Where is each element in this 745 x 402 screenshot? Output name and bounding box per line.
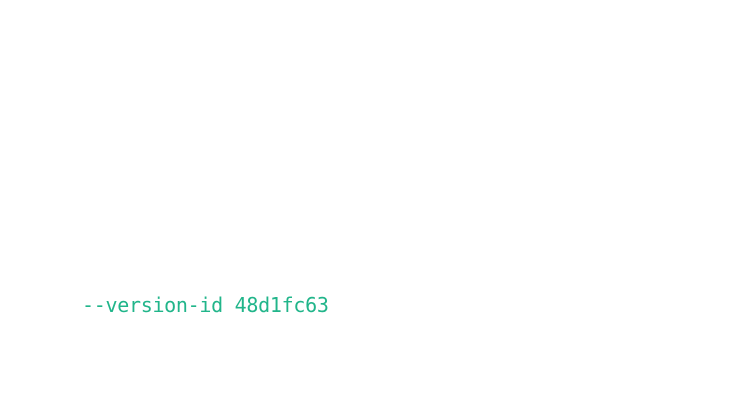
version-id-text: --version-id 48d1fc63 [82,293,329,317]
